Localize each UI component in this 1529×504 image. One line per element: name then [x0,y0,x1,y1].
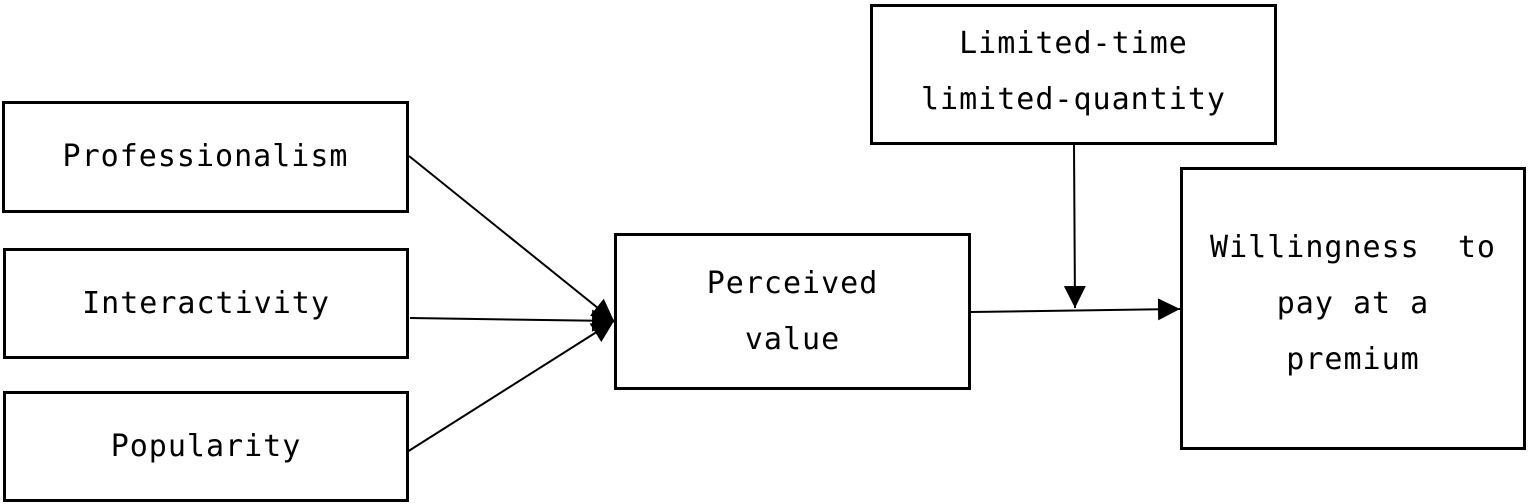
node-perceived-value-line-2: value [744,321,841,357]
node-moderator-line-2: limited-quantity [921,81,1226,117]
arrow-popularity-to-perceived-value [406,320,615,453]
arrow-perceived-value-to-outcome [970,298,1181,321]
node-perceived-value: Perceived value [614,233,971,390]
node-interactivity-label: Interactivity [82,285,330,321]
node-popularity-label: Popularity [110,428,302,464]
node-perceived-value-line-1: Perceived [706,265,879,301]
node-outcome-line-2: pay at a [1276,285,1430,321]
node-professionalism: Professionalism [2,101,409,213]
node-moderator: Limited-time limited-quantity [870,4,1277,145]
node-moderator-line-1: Limited-time [959,25,1188,61]
node-popularity: Popularity [3,391,409,502]
arrow-interactivity-to-perceived-value [409,309,615,332]
node-professionalism-label: Professionalism [62,139,349,174]
arrow-professionalism-to-perceived-value [408,155,615,322]
node-outcome-line-3: premium [1286,341,1420,377]
node-interactivity: Interactivity [3,248,409,359]
arrow-moderator-to-path [1063,144,1086,309]
node-outcome-line-1: Willingness to [1210,229,1496,265]
node-willingness-to-pay: Willingness to pay at a premium [1180,167,1526,450]
